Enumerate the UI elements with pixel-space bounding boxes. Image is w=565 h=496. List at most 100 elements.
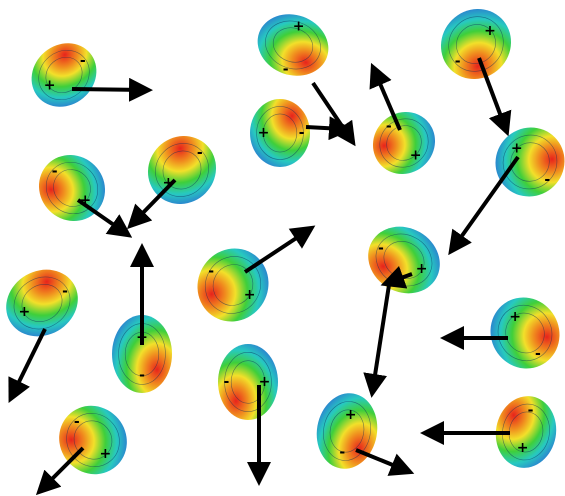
molecule-10: -+	[197, 225, 316, 322]
velocity-arrow	[355, 448, 415, 476]
positive-sign: +	[100, 446, 112, 462]
contour-line	[386, 125, 422, 161]
positive-sign: +	[416, 261, 428, 277]
negative-sign: -	[378, 240, 384, 256]
positive-sign: +	[244, 287, 256, 303]
molecule-14: -+	[440, 297, 560, 369]
contour-line	[379, 118, 429, 168]
velocity-arrow	[8, 328, 47, 403]
molecule-surface	[490, 297, 560, 369]
contour-line	[448, 16, 504, 72]
contour-line	[38, 49, 90, 101]
molecule-12: -+	[112, 243, 172, 393]
molecule-9: -+	[368, 226, 440, 294]
velocity-arrow	[243, 225, 316, 274]
negative-sign: -	[80, 53, 86, 69]
negative-sign: -	[223, 374, 229, 390]
contour-line	[230, 360, 266, 404]
positive-sign: +	[79, 192, 91, 208]
velocity-arrow	[305, 116, 353, 141]
contour-line	[505, 312, 545, 354]
molecule-15: -+	[316, 393, 415, 476]
molecule-surface	[197, 248, 269, 322]
positive-sign: +	[19, 304, 31, 320]
contour-line	[502, 403, 550, 461]
positive-sign: +	[258, 125, 270, 141]
negative-sign: -	[299, 125, 305, 141]
negative-sign: -	[455, 53, 461, 69]
velocity-arrow	[35, 446, 85, 496]
positive-sign: +	[293, 18, 305, 34]
contour-line	[510, 142, 550, 182]
contour-line	[155, 143, 209, 197]
velocity-arrow	[477, 57, 512, 137]
molecule-5: -+	[369, 62, 436, 175]
negative-sign: -	[197, 145, 203, 161]
molecule-surface	[6, 269, 78, 337]
molecule-surface	[250, 99, 310, 167]
positive-sign: +	[511, 140, 523, 156]
contour-line	[502, 134, 558, 190]
molecule-surface	[372, 111, 436, 175]
molecule-surface	[495, 127, 565, 197]
velocity-arrow	[127, 178, 177, 230]
positive-sign: +	[509, 309, 521, 325]
positive-sign: +	[484, 23, 496, 39]
contour-line	[262, 113, 298, 153]
velocity-arrow	[76, 198, 133, 238]
molecule-surface	[218, 344, 278, 420]
contour-line	[256, 106, 304, 160]
molecule-surface	[38, 154, 106, 222]
molecule-8: -+	[448, 127, 565, 256]
molecule-surface	[257, 14, 329, 76]
molecule-6: -+	[127, 135, 217, 230]
positive-sign: +	[517, 440, 529, 456]
velocity-arrow	[380, 265, 413, 289]
contour-line	[162, 150, 202, 190]
molecule-18	[363, 284, 391, 398]
negative-sign: -	[386, 119, 392, 135]
contour-line	[508, 411, 544, 453]
molecule-7: -+	[38, 154, 133, 238]
contour-line	[212, 264, 254, 306]
molecule-surface	[440, 8, 512, 80]
negative-sign: -	[74, 414, 80, 430]
molecule-4: -+	[250, 99, 353, 167]
positive-sign: +	[410, 147, 422, 163]
molecule-surface	[316, 393, 378, 469]
positive-sign: +	[345, 407, 357, 423]
negative-sign: -	[339, 444, 345, 460]
molecule-11: -+	[6, 269, 78, 403]
molecule-surface	[112, 315, 172, 393]
contour-line	[456, 24, 496, 64]
molecule-3: -+	[440, 8, 512, 137]
velocity-arrow	[363, 284, 391, 398]
negative-sign: -	[139, 368, 145, 384]
positive-sign: +	[44, 78, 56, 94]
negative-sign: -	[283, 61, 289, 77]
negative-sign: -	[528, 403, 534, 419]
velocity-arrow	[369, 62, 402, 131]
contour-line	[497, 305, 553, 361]
molecule-surface	[31, 43, 97, 107]
negative-sign: -	[62, 283, 68, 299]
molecule-17: -+	[420, 396, 557, 468]
contour-line	[329, 409, 365, 453]
molecule-surface	[495, 396, 557, 468]
negative-sign: -	[52, 164, 58, 180]
negative-sign: -	[535, 346, 541, 362]
molecule-surface	[147, 135, 217, 205]
negative-sign: -	[208, 264, 214, 280]
contour-line	[21, 284, 63, 322]
molecule-16: -+	[35, 405, 127, 496]
contour-line	[272, 27, 314, 63]
molecule-13: -+	[218, 344, 278, 486]
positive-sign: +	[259, 374, 271, 390]
velocity-arrow	[448, 155, 520, 256]
contour-line	[53, 169, 91, 207]
molecule-surface	[368, 226, 440, 294]
contour-line	[224, 352, 272, 412]
molecule-1: -+	[31, 43, 153, 107]
contour-line	[205, 256, 261, 314]
